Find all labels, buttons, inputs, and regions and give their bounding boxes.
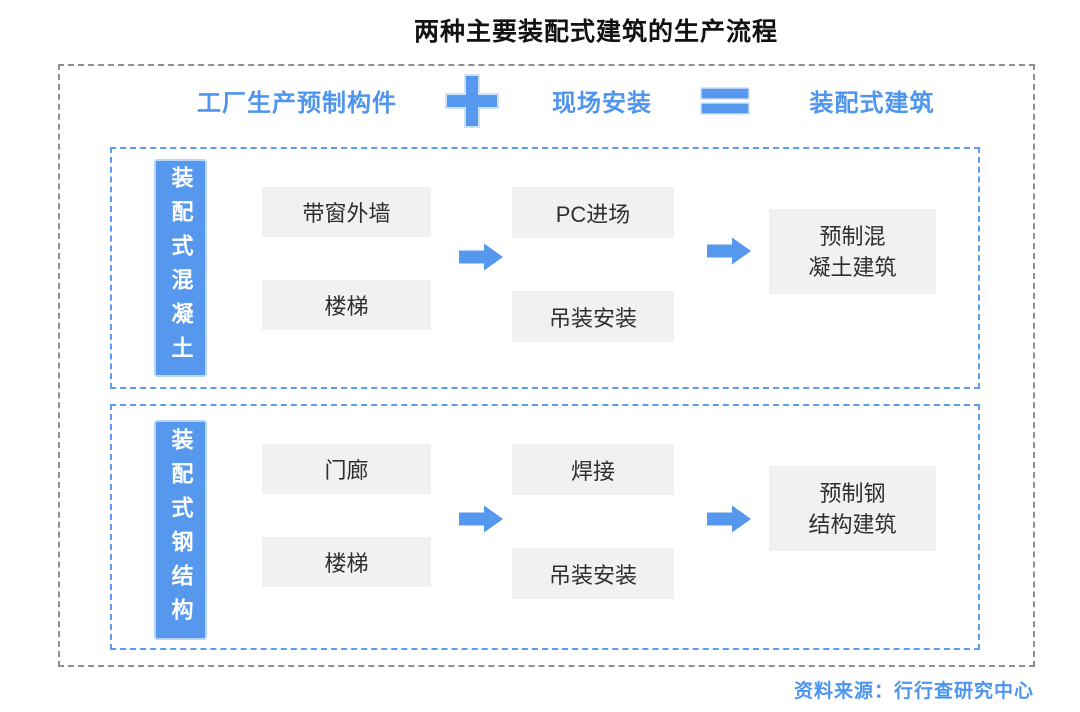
input-box: 楼梯 bbox=[262, 537, 431, 587]
arrow-right-icon bbox=[707, 236, 751, 266]
arrow-right-icon bbox=[459, 504, 503, 534]
input-box: 门廊 bbox=[262, 444, 431, 494]
input-box: 带窗外墙 bbox=[262, 187, 431, 237]
section-precast-concrete: 装配式混凝土 带窗外墙 楼梯 PC进场 吊装安装 预制混 凝土建筑 bbox=[110, 147, 980, 389]
section-steel-structure: 装配式钢结构 门廊 楼梯 焊接 吊装安装 预制钢 结构建筑 bbox=[110, 404, 980, 650]
result-box: 预制混 凝土建筑 bbox=[769, 209, 936, 294]
page-title: 两种主要装配式建筑的生产流程 bbox=[413, 18, 778, 46]
arrow-right-icon bbox=[707, 504, 751, 534]
step-box: PC进场 bbox=[512, 187, 674, 238]
input-box: 楼梯 bbox=[262, 280, 431, 330]
header-factory-label: 工厂生产预制构件 bbox=[197, 90, 397, 117]
step-box: 吊装安装 bbox=[512, 548, 674, 599]
header-result-label: 装配式建筑 bbox=[809, 90, 935, 117]
equals-icon bbox=[700, 87, 750, 115]
outer-frame: 工厂生产预制构件 现场安装 装配式建筑 装配式混凝土 带窗外墙 楼梯 PC进场 … bbox=[58, 64, 1035, 667]
header-site-label: 现场安装 bbox=[552, 90, 652, 117]
result-box: 预制钢 结构建筑 bbox=[769, 466, 936, 551]
step-box: 吊装安装 bbox=[512, 291, 674, 342]
arrow-right-icon bbox=[459, 242, 503, 272]
section-label: 装配式混凝土 bbox=[154, 159, 207, 377]
source-note: 资料来源：行行查研究中心 bbox=[793, 681, 1034, 702]
step-box: 焊接 bbox=[512, 444, 674, 495]
section-label: 装配式钢结构 bbox=[154, 420, 207, 640]
plus-icon bbox=[445, 74, 499, 128]
